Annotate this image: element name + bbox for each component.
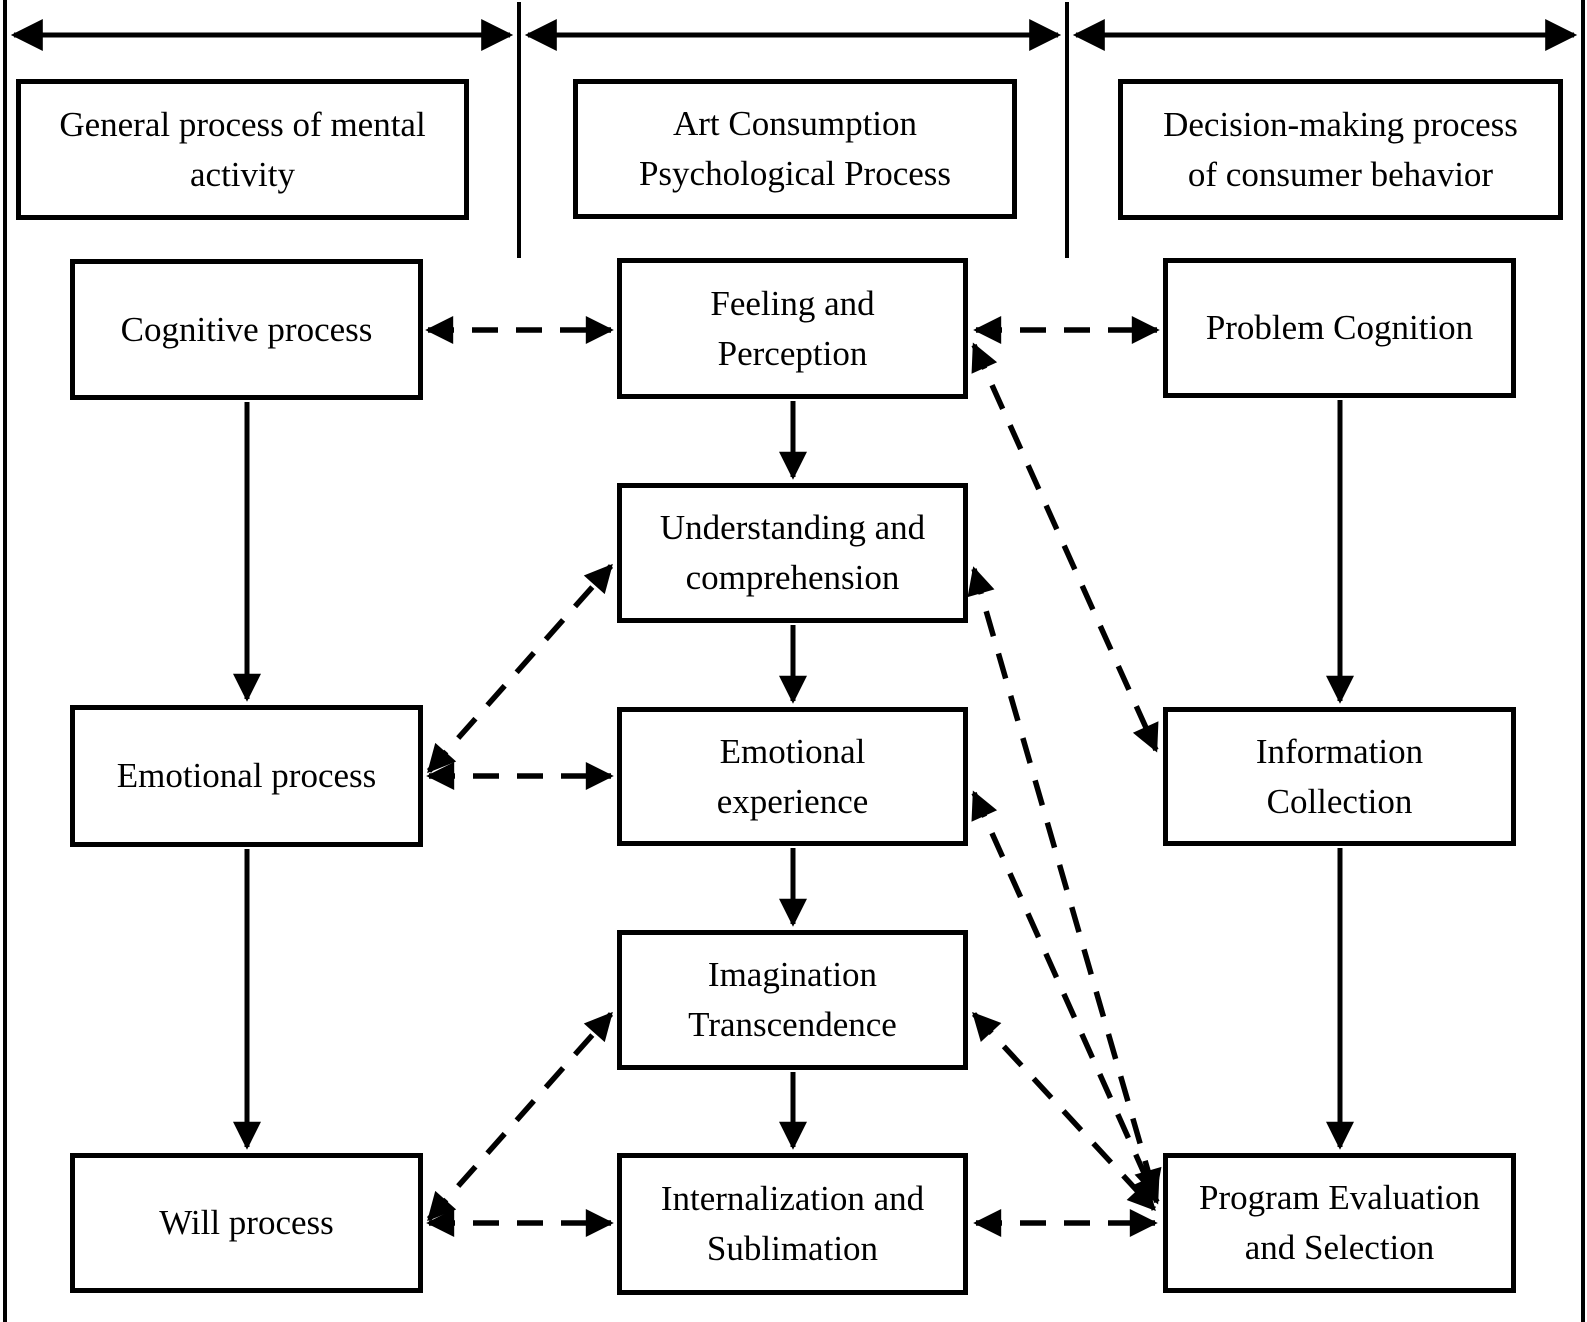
box-emotional-process: Emotional process (70, 705, 423, 847)
box-cognitive-process: Cognitive process (70, 259, 423, 400)
header-art-consumption-psychological-process: Art Consumption Psychological Process (573, 79, 1017, 219)
box-problem-cognition: Problem Cognition (1163, 258, 1516, 398)
dashed-arrow-understanding-program-evaluation (967, 566, 1162, 1198)
header-general-process-of-mental-activity: General process of mental activity (16, 79, 469, 220)
dashed-arrow-feeling-information-collection (971, 342, 1159, 753)
box-imagination-transcendence: Imagination Transcendence (617, 930, 968, 1070)
header-decision-making-process-of-consumer-behavior: Decision-making process of consumer beha… (1118, 79, 1563, 220)
dashed-arrow-imagination-program-evaluation (971, 1011, 1157, 1212)
box-internalization-and-sublimation: Internalization and Sublimation (617, 1153, 968, 1295)
dashed-arrow-emotional-experience-program-evaluation (971, 790, 1160, 1205)
box-will-process: Will process (70, 1153, 423, 1293)
box-program-evaluation-and-selection: Program Evaluation and Selection (1163, 1153, 1516, 1293)
dashed-arrow-emotional-process-understanding (426, 563, 614, 774)
dashed-arrow-will-process-imagination (426, 1011, 614, 1222)
box-feeling-and-perception: Feeling and Perception (617, 258, 968, 399)
box-understanding-and-comprehension: Understanding and comprehension (617, 483, 968, 623)
box-emotional-experience: Emotional experience (617, 707, 968, 846)
box-information-collection: Information Collection (1163, 707, 1516, 846)
